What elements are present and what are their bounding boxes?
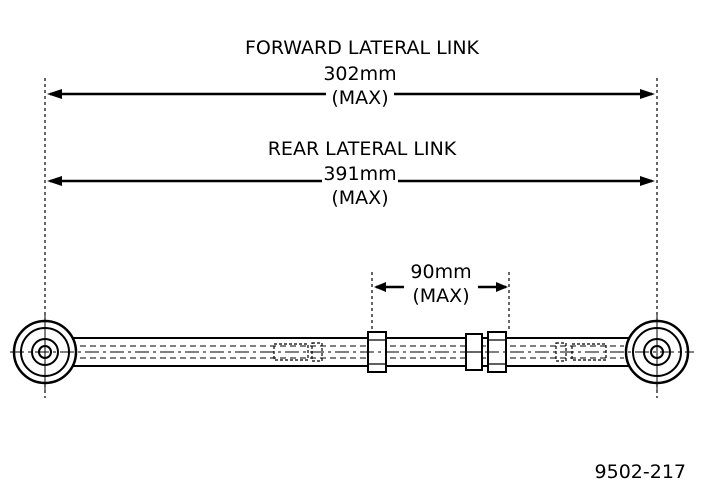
adjuster-arrowhead-right — [496, 282, 508, 292]
rear-link-length: 391mm — [323, 163, 396, 185]
rear-link-title: REAR LATERAL LINK — [268, 138, 457, 160]
adjuster-dimension: 90mm (MAX) — [374, 261, 508, 307]
adjuster-arrowhead-left — [374, 282, 386, 292]
right-bushing — [624, 312, 690, 392]
forward-arrowhead-left — [47, 89, 62, 99]
forward-link-max: (MAX) — [331, 87, 388, 109]
lateral-link-assembly — [10, 312, 694, 392]
adjuster-max: (MAX) — [412, 285, 469, 307]
forward-link-length: 302mm — [323, 63, 396, 85]
forward-link-title: FORWARD LATERAL LINK — [245, 37, 480, 59]
forward-dimension: FORWARD LATERAL LINK 302mm (MAX) — [47, 37, 655, 109]
forward-arrowhead-right — [640, 89, 655, 99]
figure-reference: 9502-217 — [595, 461, 686, 483]
rear-dimension: REAR LATERAL LINK 391mm (MAX) — [47, 138, 655, 209]
extension-lines — [44, 78, 658, 398]
rear-arrowhead-left — [47, 176, 62, 186]
rear-arrowhead-right — [640, 176, 655, 186]
adjuster-length: 90mm — [410, 261, 471, 283]
rear-link-max: (MAX) — [331, 187, 388, 209]
